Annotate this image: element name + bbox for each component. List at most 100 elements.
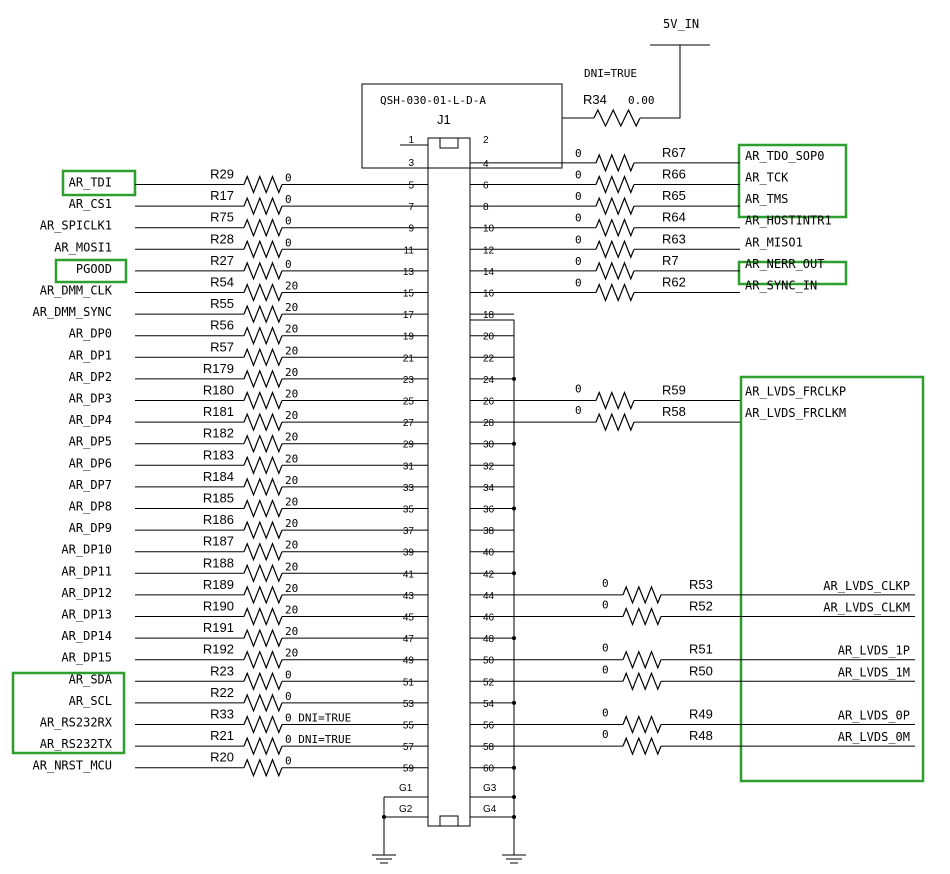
ar-dp8-resistor xyxy=(243,498,283,519)
ar-dp15-value: 20 xyxy=(285,647,298,660)
ar-cs1-net-label: AR_CS1 xyxy=(69,197,112,211)
ar-miso1-ref: R63 xyxy=(662,231,686,246)
pin-46: 46 xyxy=(483,613,495,624)
ar-hostintr1-value: 0 xyxy=(575,212,582,225)
ar-dp0-ref: R56 xyxy=(210,318,234,333)
ar-nerr-out-ref: R7 xyxy=(662,253,679,268)
ar-dp9-net-label: AR_DP9 xyxy=(69,521,112,535)
pin-5: 5 xyxy=(408,181,414,192)
ar-dp13-resistor xyxy=(243,606,283,627)
pin-33: 33 xyxy=(403,483,415,494)
ar-dmm-clk-ref: R54 xyxy=(210,275,234,290)
pin-47: 47 xyxy=(403,634,415,645)
ar-dp6-resistor xyxy=(243,455,283,475)
pgood-resistor xyxy=(243,261,283,281)
pin-55: 55 xyxy=(403,721,415,732)
ar-dp9-value: 20 xyxy=(285,517,298,530)
pin-20: 20 xyxy=(483,332,495,343)
pin-60: 60 xyxy=(483,764,495,775)
ar-dp15-net-label: AR_DP15 xyxy=(61,651,112,665)
ar-lvds-1m-net-label: AR_LVDS_1M xyxy=(838,665,910,679)
ar-rs232tx-net-label: AR_RS232TX xyxy=(40,737,113,751)
ar-sda-resistor xyxy=(243,671,283,691)
ar-lvds-clkm-resistor xyxy=(622,606,662,627)
ar-dp6-net-label: AR_DP6 xyxy=(69,456,112,470)
pin-60-junction xyxy=(512,765,516,770)
pin-13: 13 xyxy=(403,267,415,278)
pin-g2: G2 xyxy=(399,804,413,815)
ar-rs232rx-resistor xyxy=(243,714,283,735)
ar-dp11-ref: R188 xyxy=(203,555,234,570)
ar-tdi-net-label: AR_TDI xyxy=(69,176,112,190)
ground-symbol-left xyxy=(372,854,396,864)
ar-dp7-net-label: AR_DP7 xyxy=(69,478,112,492)
power-wire xyxy=(640,44,710,119)
ground-symbol-right xyxy=(502,854,526,864)
ar-dp8-ref: R185 xyxy=(203,491,234,506)
ar-dp13-value: 20 xyxy=(285,604,298,617)
connector-ref: J1 xyxy=(437,112,451,127)
pin-42-junction xyxy=(512,571,516,576)
ar-sda-value: 0 xyxy=(285,668,292,681)
connector-key-top xyxy=(439,137,459,149)
ar-lvds-0p-resistor xyxy=(622,714,662,735)
ar-tms-net-label: AR_TMS xyxy=(745,192,788,206)
ar-dp14-ref: R191 xyxy=(203,620,234,635)
ar-dp9-ref: R186 xyxy=(203,512,234,527)
ar-lvds-frclkp-net-label: AR_LVDS_FRCLKP xyxy=(745,385,846,399)
connector-part-number: QSH-030-01-L-D-A xyxy=(380,94,486,107)
ar-mosi1-ref: R28 xyxy=(210,231,234,246)
ar-lvds-frclkm-value: 0 xyxy=(575,404,582,417)
ar-dp1-value: 20 xyxy=(285,344,298,357)
pin-54: 54 xyxy=(483,699,495,710)
pin-30-junction xyxy=(512,441,516,446)
ar-dp12-value: 20 xyxy=(285,582,298,595)
static-wiring xyxy=(11,44,925,864)
ar-dp4-ref: R181 xyxy=(203,404,234,419)
pin-53: 53 xyxy=(403,699,415,710)
ar-tck-net-label: AR_TCK xyxy=(745,171,789,185)
ar-lvds-1p-net-label: AR_LVDS_1P xyxy=(838,644,910,658)
ar-dp11-resistor xyxy=(243,563,283,583)
ar-tdi-value: 0 xyxy=(285,172,292,185)
ar-tck-resistor xyxy=(595,174,635,195)
ar-spiclk1-net-label: AR_SPICLK1 xyxy=(40,219,112,233)
ar-lvds-clkp-resistor xyxy=(622,585,662,605)
pin-43: 43 xyxy=(403,591,415,602)
pin-28: 28 xyxy=(483,418,495,429)
ar-dp15-ref: R192 xyxy=(203,642,234,657)
ar-lvds-0m-value: 0 xyxy=(602,728,609,741)
pin-51: 51 xyxy=(403,677,415,688)
ar-dp13-ref: R190 xyxy=(203,599,234,614)
ar-rs232tx-ref: R21 xyxy=(210,728,234,743)
ar-tdo-sop0-resistor xyxy=(595,153,635,173)
ar-lvds-frclkp-ref: R59 xyxy=(662,383,686,398)
pin-54-junction xyxy=(512,700,516,705)
ar-dp10-resistor xyxy=(243,542,283,562)
ar-dmm-sync-value: 20 xyxy=(285,301,298,314)
ar-lvds-clkm-value: 0 xyxy=(602,599,609,612)
ar-lvds-frclkp-value: 0 xyxy=(575,383,582,396)
ar-dp2-resistor xyxy=(243,369,283,389)
pin-48: 48 xyxy=(483,634,495,645)
pin-52: 52 xyxy=(483,677,495,688)
ar-dp11-net-label: AR_DP11 xyxy=(61,564,112,578)
ar-lvds-clkp-net-label: AR_LVDS_CLKP xyxy=(823,579,910,593)
pin1-3-wire xyxy=(361,144,428,169)
ar-tck-ref: R66 xyxy=(662,167,686,182)
ar-miso1-value: 0 xyxy=(575,233,582,246)
ar-sync-in-net-label: AR_SYNC_IN xyxy=(745,279,817,293)
ar-lvds-1p-resistor xyxy=(622,650,662,670)
g3-junction xyxy=(512,795,516,799)
ar-dp8-net-label: AR_DP8 xyxy=(69,500,112,514)
pin-7: 7 xyxy=(408,202,414,213)
ar-dp6-ref: R183 xyxy=(203,447,234,462)
ar-dp3-ref: R180 xyxy=(203,383,234,398)
ar-scl-value: 0 xyxy=(285,690,292,703)
highlight-ar-tdi xyxy=(61,169,137,197)
ar-lvds-1p-value: 0 xyxy=(602,642,609,655)
ar-mosi1-net-label: AR_MOSI1 xyxy=(54,240,112,254)
ar-scl-resistor xyxy=(243,693,283,713)
connector-outline xyxy=(361,83,563,169)
ar-tms-ref: R65 xyxy=(662,188,686,203)
